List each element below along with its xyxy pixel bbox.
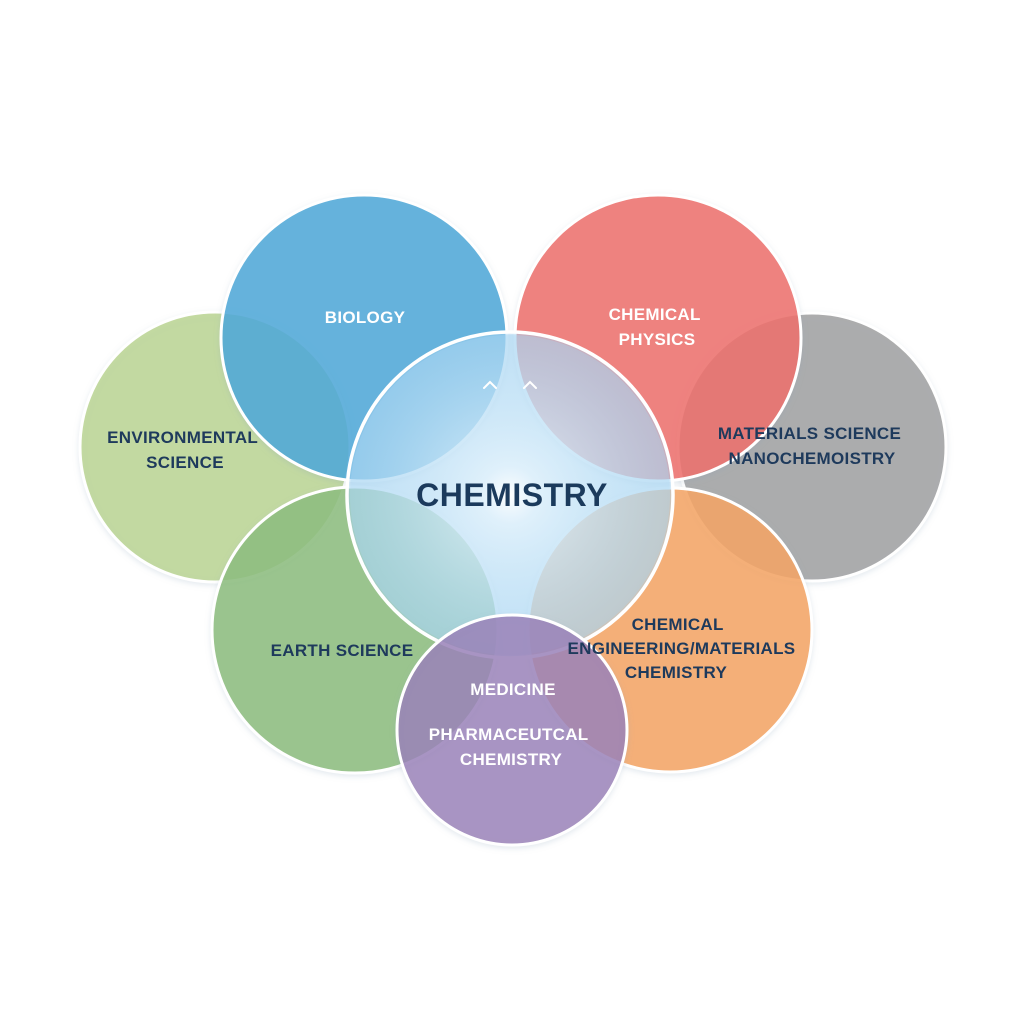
chevron-up-icon bbox=[523, 380, 537, 389]
medicine-label: MEDICINE bbox=[470, 680, 556, 699]
chemistry-label: CHEMISTRY bbox=[416, 477, 608, 513]
chevron-marks bbox=[483, 380, 537, 389]
medicine-circle bbox=[395, 613, 629, 847]
pharmaceutical-chemistry-label: PHARMACEUTCAL CHEMISTRY bbox=[429, 725, 593, 769]
materials-science-label: MATERIALS SCIENCE NANOCHEMOISTRY bbox=[718, 424, 906, 468]
earth-science-label: EARTH SCIENCE bbox=[271, 641, 414, 660]
environmental-science-label: ENVIRONMENTAL SCIENCE bbox=[107, 428, 263, 472]
chemistry-center bbox=[345, 330, 675, 660]
chevron-up-icon bbox=[483, 380, 497, 389]
field-labels: BIOLOGY CHEMICAL PHYSICS ENVIRONMENTAL S… bbox=[107, 305, 906, 769]
chemical-physics-label: CHEMICAL PHYSICS bbox=[609, 305, 706, 349]
chemical-engineering-label: CHEMICAL ENGINEERING/MATERIALS CHEMISTRY bbox=[568, 615, 801, 682]
biology-label: BIOLOGY bbox=[325, 308, 406, 327]
chemistry-glow bbox=[350, 335, 670, 655]
